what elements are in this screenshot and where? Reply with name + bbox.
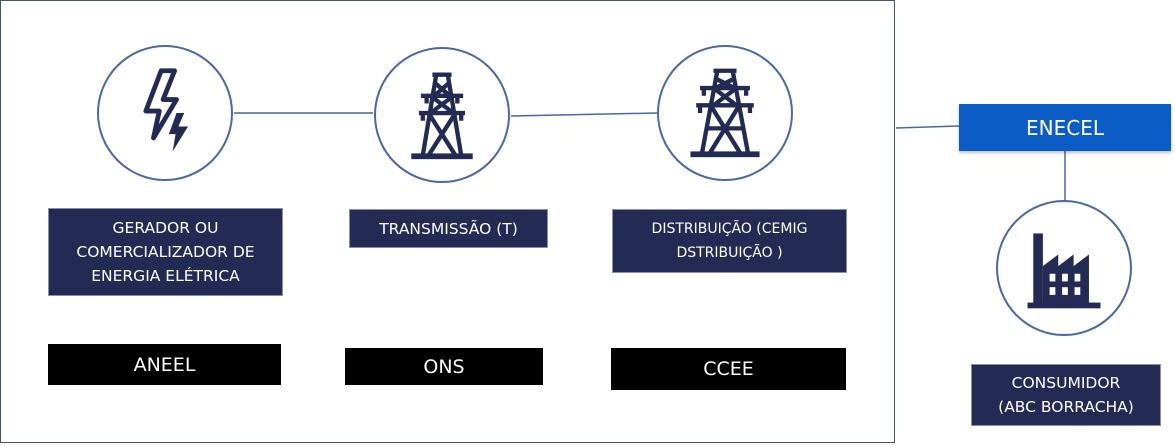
transmissao-circle (374, 47, 510, 183)
distribuicao-label: DISTRIBUIÇÃO (CEMIG DSTRIBUIÇÃO ) (612, 209, 847, 273)
gerador-circle (97, 45, 233, 181)
ccee-badge: CCEE (611, 348, 846, 390)
connector-transmissao-distribuicao (510, 112, 658, 117)
factory-icon (1027, 233, 1101, 309)
transmission-tower-icon (411, 72, 473, 160)
distribution-tower-icon (690, 68, 760, 158)
consumidor-label: CONSUMIDOR (ABC BORRACHA) (971, 364, 1161, 426)
distribuicao-circle (657, 45, 793, 181)
gerador-label: GERADOR OU COMERCIALIZADOR DE ENERGIA EL… (48, 208, 283, 296)
aneel-badge: ANEEL (48, 344, 281, 385)
transmissao-label: TRANSMISSÃO (T) (349, 209, 548, 248)
ons-badge: ONS (345, 348, 543, 385)
connector-frame-enecel (895, 125, 960, 129)
enecel-box: ENECEL (959, 104, 1171, 151)
consumidor-circle (996, 200, 1132, 336)
lightning-icon (143, 68, 189, 152)
main-frame (0, 0, 895, 443)
